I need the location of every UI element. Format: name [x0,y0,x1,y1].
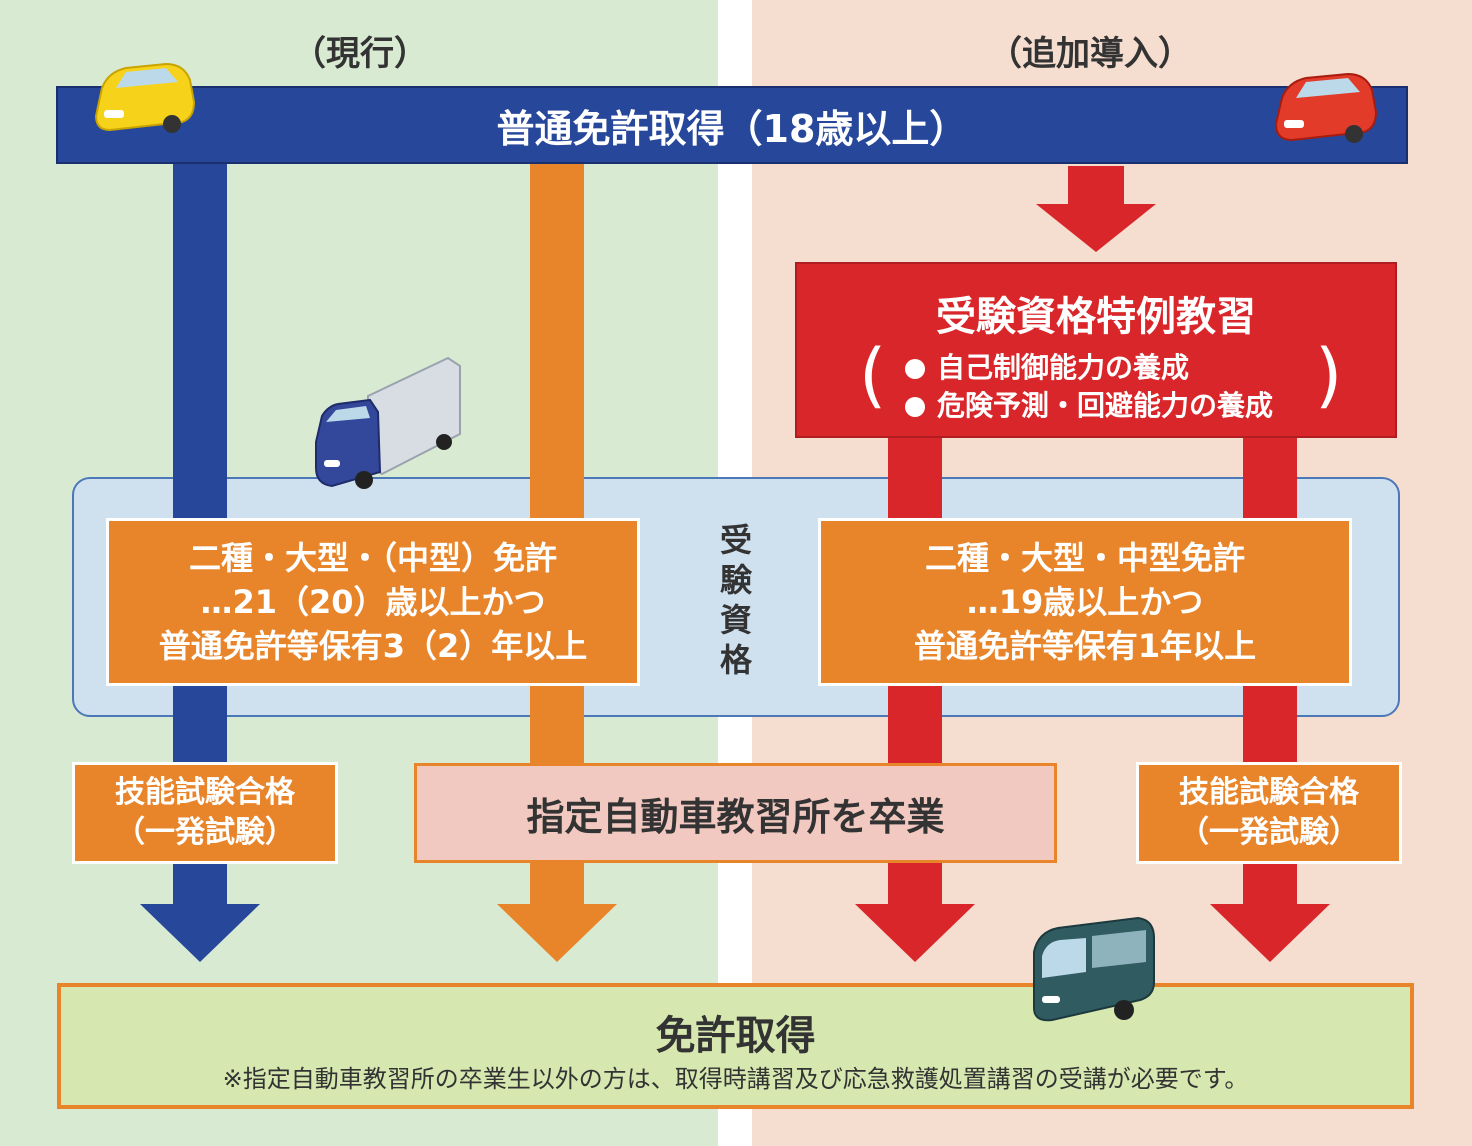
license-acquisition-title: 免許取得 [655,1013,816,1059]
added-label: （追加導入） [988,34,1192,74]
top-red-arrowhead [1036,204,1156,252]
special-training-bullet: 危険予測・回避能力の養成 [905,384,1273,424]
truck-icon [315,356,461,489]
bullet-icon [905,359,925,379]
top-red-arrow-stem [1068,166,1124,206]
new-requirement-box: 二種・大型・中型免許 …19歳以上かつ 普通免許等保有1年以上 [818,518,1352,686]
new-requirement-line: 二種・大型・中型免許 [924,539,1245,577]
current-requirement-line: 普通免許等保有3（2）年以上 [158,627,588,665]
bullet-text: 自己制御能力の養成 [937,351,1190,384]
ordinary-license-bar: 普通免許取得（18歳以上） [56,86,1408,164]
skill-test-line: （一発試験） [115,815,295,850]
left-paren: ( [859,334,887,416]
right-paren: ) [1315,334,1343,416]
red-arrowhead-left [855,904,975,962]
skill-test-box-right: 技能試験合格 （一発試験） [1136,762,1402,864]
current-label: （現行） [292,34,428,74]
driving-school-box: 指定自動車教習所を卒業 [414,763,1057,863]
skill-test-box-left: 技能試験合格 （一発試験） [72,762,338,864]
qualification-char: 受 [719,521,752,559]
bus-icon [1033,916,1155,1022]
current-requirement-box: 二種・大型・（中型）免許 …21（20）歳以上かつ 普通免許等保有3（2）年以上 [106,518,640,686]
qualification-char: 格 [719,641,752,679]
yellow-car-icon [94,62,196,133]
skill-test-line: 技能試験合格 [115,775,295,810]
special-training-bullet: 自己制御能力の養成 [905,346,1189,386]
special-training-box: 受験資格特例教習 ( ) 自己制御能力の養成 危険予測・回避能力の養成 [795,262,1397,438]
skill-test-line: （一発試験） [1179,815,1359,850]
new-requirement-line: 普通免許等保有1年以上 [913,627,1257,665]
bullet-icon [905,397,925,417]
current-requirement-line: 二種・大型・（中型）免許 [188,539,557,577]
new-requirement-line: …19歳以上かつ [966,583,1204,621]
qualification-char: 験 [719,561,752,599]
qualification-label: 受 験 資 格 [714,520,758,680]
current-requirement-line: …21（20）歳以上かつ [200,583,546,621]
license-acquisition-note: ※指定自動車教習所の卒業生以外の方は、取得時講習及び応急救護処置講習の受講が必要… [222,1065,1249,1093]
orange-arrowhead [497,904,617,962]
license-acquisition-box: 免許取得 ※指定自動車教習所の卒業生以外の方は、取得時講習及び応急救護処置講習の… [57,983,1414,1109]
bullet-text: 危険予測・回避能力の養成 [937,389,1274,422]
red-arrowhead-right [1210,904,1330,962]
special-training-title: 受験資格特例教習 [936,294,1256,340]
blue-arrowhead [140,904,260,962]
qualification-char: 資 [719,601,752,639]
skill-test-line: 技能試験合格 [1179,775,1359,810]
red-car-icon [1274,72,1378,143]
